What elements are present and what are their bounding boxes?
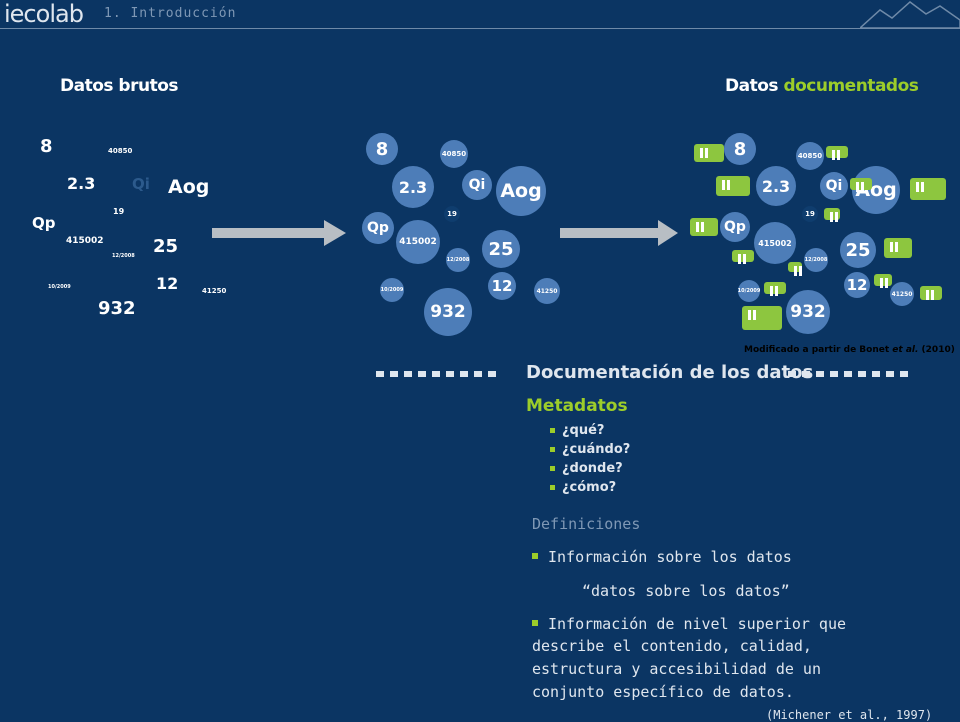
arrow-right-icon — [212, 220, 346, 246]
credit-italic: et al. — [892, 345, 919, 355]
tagged-bubble-19: 19 — [802, 206, 818, 222]
bubble-40850: 40850 — [440, 140, 468, 168]
metadata-tag-icon — [826, 146, 848, 160]
metadata-tag-icon — [694, 144, 724, 162]
raw-value-40850: 40850 — [108, 147, 133, 155]
raw-value-8: 8 — [40, 136, 53, 157]
definition-item-2-line-4: conjunto específico de datos. — [532, 683, 794, 701]
iecolab-logo: iecolab — [4, 0, 84, 28]
tagged-bubble-8: 8 — [724, 133, 756, 165]
tagged-bubble-932: 932 — [786, 290, 830, 334]
bubble-19: 19 — [444, 206, 460, 222]
list-item: ¿cuándo? — [550, 442, 630, 461]
bubble-12: 12 — [488, 272, 516, 300]
bubble-12-2008: 12/2008 — [446, 248, 470, 272]
raw-value-qp: Qp — [32, 214, 56, 232]
raw-value-2-3: 2.3 — [67, 174, 96, 193]
tagged-bubble-2-3: 2.3 — [756, 166, 796, 206]
documentation-heading: Documentación de los datos — [526, 362, 814, 383]
raw-value-12-2008: 12/2008 — [112, 253, 135, 259]
image-credit: Modificado a partir de Bonet et al. (201… — [744, 345, 955, 355]
tagged-bubble-qi: Qi — [820, 172, 848, 200]
bubble-932: 932 — [424, 288, 472, 336]
slide-header: iecolab 1. Introducción — [0, 0, 960, 30]
metadata-tag-icon — [732, 250, 754, 264]
tagged-bubble-40850: 40850 — [796, 142, 824, 170]
metadata-tag-icon — [690, 218, 718, 236]
citation: (Michener et al., 1997) — [766, 708, 933, 722]
raw-data-heading: Datos brutos — [60, 76, 179, 96]
definition-item-2-line-3: estructura y accesibilidad de un — [532, 660, 821, 678]
metadata-tag-icon — [764, 282, 786, 296]
documented-data-heading: Datos documentados — [725, 76, 919, 96]
list-item: ¿cómo? — [550, 480, 630, 499]
bubble-415002: 415002 — [396, 220, 440, 264]
dotted-divider-right — [788, 371, 908, 377]
definition-item-2-line-1: Información de nivel superior que — [532, 615, 846, 633]
bubble-aog: Aog — [496, 166, 546, 216]
list-item: ¿qué? — [550, 423, 630, 442]
metadata-tag-icon — [742, 306, 782, 330]
dotted-divider-left — [376, 371, 496, 377]
arrow-right-icon — [560, 220, 678, 246]
mountain-logo — [860, 1, 960, 28]
tagged-bubble-25: 25 — [840, 232, 876, 268]
metadata-tag-icon — [850, 178, 872, 192]
definition-item-2-line-2: describe el contenido, calidad, — [532, 637, 812, 655]
metadata-heading: Metadatos — [526, 396, 628, 416]
documented-heading-prefix: Datos — [725, 76, 779, 96]
raw-value-19: 19 — [113, 207, 125, 216]
metadata-tag-icon — [788, 262, 802, 276]
raw-value-12: 12 — [156, 274, 179, 293]
bubble-8: 8 — [366, 133, 398, 165]
credit-year: (2010) — [918, 345, 955, 355]
metadata-tag-icon — [884, 238, 912, 258]
documented-heading-accent: documentados — [783, 76, 919, 96]
raw-value-932: 932 — [98, 298, 136, 319]
bubble-qi: Qi — [462, 170, 492, 200]
bubble-2-3: 2.3 — [392, 166, 434, 208]
raw-value-415002: 415002 — [66, 236, 104, 246]
bubble-25: 25 — [482, 230, 520, 268]
tagged-bubble-41250: 41250 — [890, 282, 914, 306]
definition-item-1: Información sobre los datos — [532, 548, 792, 566]
breadcrumb: 1. Introducción — [104, 6, 237, 21]
bubble-41250: 41250 — [534, 278, 560, 304]
tagged-bubble-qp: Qp — [720, 212, 750, 242]
metadata-tag-icon — [920, 286, 942, 300]
metadata-question-list: ¿qué? ¿cuándo? ¿donde? ¿cómo? — [550, 423, 630, 499]
definition-quote: “datos sobre los datos” — [582, 582, 790, 600]
tagged-bubble-aog: Aog — [852, 166, 900, 214]
metadata-tag-icon — [716, 176, 750, 196]
list-item: ¿donde? — [550, 461, 630, 480]
credit-text: Modificado a partir de Bonet — [744, 345, 893, 355]
raw-value-10-2009: 10/2009 — [48, 284, 71, 290]
tagged-bubble-10-2009: 10/2009 — [738, 280, 760, 302]
raw-value-25: 25 — [153, 236, 179, 257]
bubble-10-2009: 10/2009 — [380, 278, 404, 302]
header-rule — [0, 28, 960, 29]
raw-value-41250: 41250 — [202, 287, 227, 295]
tagged-bubble-12: 12 — [844, 272, 870, 298]
tagged-bubble-12-2008: 12/2008 — [804, 248, 828, 272]
bubble-qp: Qp — [362, 212, 394, 244]
metadata-tag-icon — [824, 208, 840, 222]
raw-value-qi: Qi — [132, 175, 150, 193]
metadata-tag-icon — [874, 274, 892, 288]
tagged-bubble-415002: 415002 — [754, 222, 796, 264]
metadata-tag-icon — [910, 178, 946, 200]
raw-value-aog: Aog — [168, 176, 210, 198]
definitions-title: Definiciones — [532, 515, 641, 533]
